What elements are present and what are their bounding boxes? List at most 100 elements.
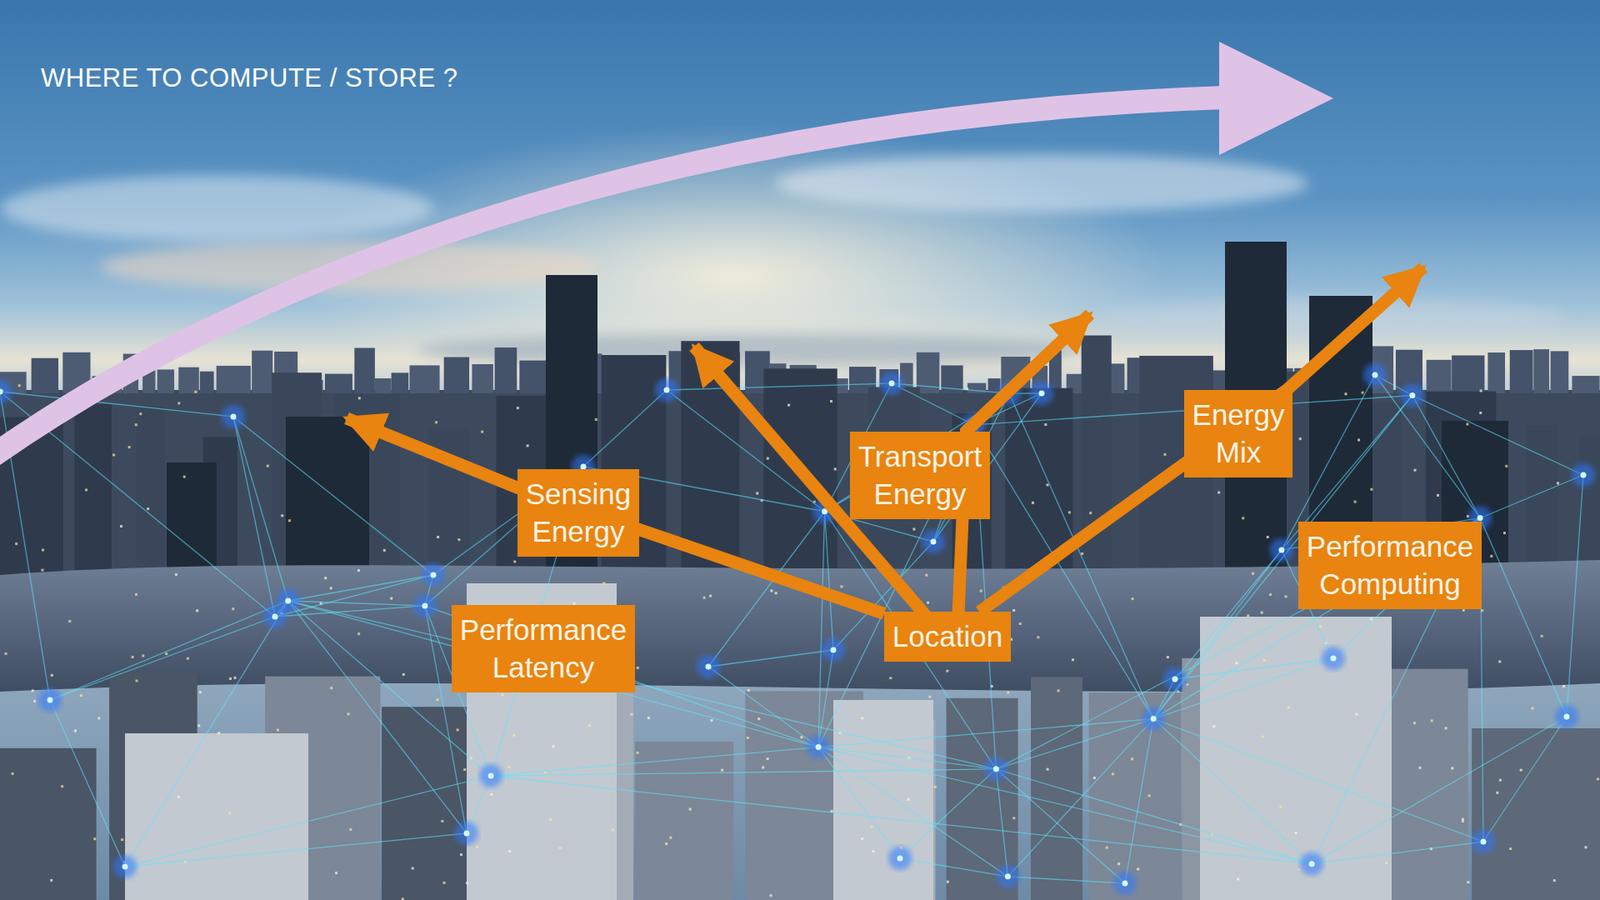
window-light <box>358 396 361 400</box>
building <box>178 367 200 394</box>
network-glow <box>821 638 845 662</box>
window-light <box>457 538 460 541</box>
window-light <box>146 507 150 510</box>
network-line <box>288 600 819 748</box>
window-light <box>1163 453 1166 456</box>
window-light <box>177 401 180 405</box>
window-light <box>665 842 668 845</box>
building <box>1510 350 1534 394</box>
window-light <box>1490 555 1493 558</box>
window-light <box>97 716 100 720</box>
network-line <box>1153 719 1484 842</box>
network-line <box>490 747 819 776</box>
window-light <box>231 607 235 610</box>
window-light <box>217 731 220 735</box>
network-dot <box>1122 880 1129 887</box>
window-light <box>1266 535 1270 539</box>
network-line <box>125 600 289 867</box>
window-light <box>800 735 803 739</box>
window-light <box>1505 465 1508 468</box>
window-light <box>871 850 875 853</box>
network-glow <box>1163 667 1187 691</box>
window-light <box>465 881 469 885</box>
network-glow <box>1363 363 1387 387</box>
window-light <box>926 601 930 605</box>
window-light <box>330 586 333 590</box>
window-light <box>1584 845 1587 849</box>
window-light <box>1260 611 1264 615</box>
network-line <box>50 700 125 867</box>
window-light <box>1344 392 1347 395</box>
network-line <box>995 719 1154 770</box>
window-light <box>1046 483 1050 486</box>
building <box>74 404 112 584</box>
window-light <box>1251 572 1255 575</box>
window-light <box>266 465 270 468</box>
network-glow <box>38 688 62 712</box>
window-light <box>513 734 516 737</box>
window-light <box>1479 411 1482 415</box>
network-line <box>288 600 467 834</box>
hotel-building <box>125 733 309 900</box>
window-light <box>775 591 778 595</box>
network-dot <box>889 380 895 387</box>
slide-title: WHERE TO COMPUTE / STORE ? <box>40 63 458 94</box>
window-light <box>946 880 950 884</box>
network-line <box>288 575 434 601</box>
window-light <box>1503 531 1506 535</box>
window-light <box>860 716 864 720</box>
building <box>635 741 734 900</box>
window-light <box>1111 772 1115 775</box>
window-light <box>830 400 833 403</box>
network-glow <box>1571 463 1595 487</box>
network-dot <box>815 744 822 750</box>
window-light <box>197 724 200 727</box>
window-light <box>194 390 197 394</box>
window-light <box>746 736 750 740</box>
building <box>157 369 175 394</box>
window-light <box>934 785 937 789</box>
window-light <box>526 444 530 447</box>
network-dot <box>1005 873 1011 880</box>
window-light <box>834 467 837 470</box>
window-light <box>335 871 338 875</box>
network-dot <box>1480 839 1487 845</box>
window-light <box>402 673 405 676</box>
window-light <box>703 596 706 600</box>
window-light <box>1436 494 1440 497</box>
window-light <box>31 689 35 692</box>
city-skyline <box>0 241 1600 900</box>
window-light <box>1068 510 1071 514</box>
hotel-building <box>833 700 934 900</box>
window-light <box>1299 437 1302 440</box>
window-light <box>770 589 773 592</box>
window-light <box>1450 766 1454 770</box>
window-light <box>720 769 724 772</box>
network-line <box>1412 395 1480 518</box>
network-line <box>1175 550 1282 680</box>
window-light <box>1556 481 1560 485</box>
box-label: Location <box>892 617 1003 656</box>
box-label: Performance Computing <box>1306 527 1474 604</box>
network-line <box>1311 716 1567 865</box>
window-light <box>74 729 77 732</box>
box-label: Energy Mix <box>1192 395 1285 472</box>
building <box>1471 728 1600 900</box>
building <box>1571 375 1600 394</box>
network-glow <box>221 405 245 429</box>
window-light <box>709 595 712 598</box>
window-light <box>1462 609 1465 612</box>
window-light <box>710 719 713 722</box>
network-line <box>490 769 996 776</box>
network-line <box>825 511 834 650</box>
window-light <box>1185 683 1189 686</box>
window-light <box>1370 488 1373 491</box>
network-line <box>818 719 1154 748</box>
network-glow <box>413 594 437 618</box>
building <box>325 374 353 394</box>
building <box>409 365 440 394</box>
window-light <box>357 569 360 572</box>
direction-arrow <box>346 418 885 614</box>
network-dot <box>421 602 428 609</box>
